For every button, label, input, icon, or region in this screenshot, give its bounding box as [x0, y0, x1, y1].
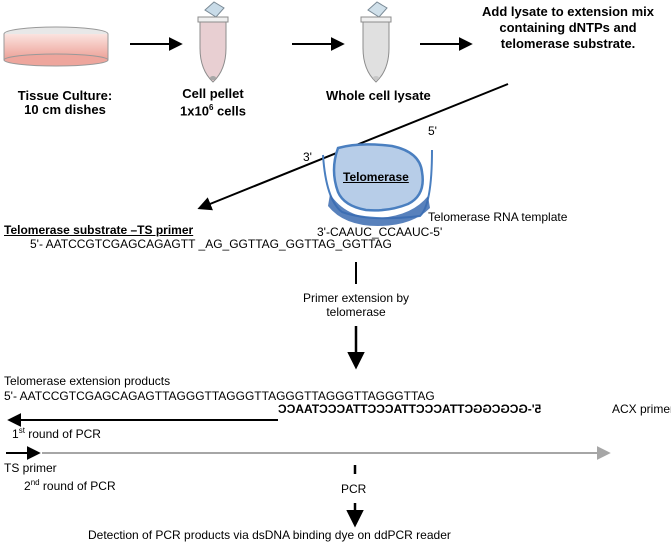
add-lysate-label: Add lysate to extension mix containing d… [482, 4, 654, 51]
round2-label: 2nd round of PCR [24, 476, 116, 493]
rna-template-label: Telomerase RNA template [428, 210, 568, 224]
tube-pellet-icon [197, 1, 229, 83]
products-title: Telomerase extension products [4, 374, 171, 388]
substrate-sequence: 5'- AATCCGTCGAGCAGAGTT _AG_GGTTAG_GGTTAG… [30, 237, 392, 251]
telomerase-label: Telomerase [343, 170, 409, 184]
cell-pellet-exponent: 6 [208, 103, 214, 112]
cell-pellet-suffix: cells [213, 103, 246, 119]
petri-dish-icon [3, 26, 109, 67]
three-prime-label: 3' [303, 150, 312, 164]
round2-text: round of PCR [39, 479, 116, 493]
acx-sequence-text: 5'-GCGCGGCTTACCCTTACCCTTACCCTAACC [278, 402, 542, 416]
products-sequence: 5'- AATCCGTCGAGCAGAGTTAGGGTTAGGGTTAGGGTT… [4, 389, 435, 403]
whole-cell-lysate-label: Whole cell lysate [326, 88, 431, 103]
detection-label: Detection of PCR products via dsDNA bind… [88, 528, 451, 542]
cell-pellet-count: 1x10 [180, 103, 209, 119]
ts-primer-label: TS primer [4, 461, 57, 475]
substrate-title: Telomerase substrate –TS primer [4, 223, 194, 237]
round2-number: 2 [24, 479, 31, 493]
round1-suffix: st [18, 426, 25, 435]
cell-pellet-prefix: Cell pellet [182, 86, 244, 101]
five-prime-label: 5' [428, 124, 437, 138]
tissue-culture-label: Tissue Culture: 10 cm dishes [17, 88, 113, 117]
acx-primer-label: ACX primer [612, 402, 671, 416]
round2-suffix: nd [30, 478, 40, 487]
cell-pellet-label: Cell pellet 1x106 cells [168, 87, 258, 118]
round1-label: 1st round of PCR [12, 424, 101, 441]
rna-template-sequence: 3'-CAAUC_CCAAUC-5' [317, 225, 443, 239]
extension-label: Primer extension by telomerase [302, 291, 410, 319]
pcr-label: PCR [341, 482, 367, 496]
acx-sequence: 5'-GCGCGGCTTACCCTTACCCTTACCCTAACC [278, 402, 541, 416]
round1-number: 1 [12, 427, 19, 441]
tube-lysate-icon [360, 1, 392, 83]
round1-text: round of PCR [24, 427, 101, 441]
telomerase-enzyme-icon [322, 143, 433, 226]
